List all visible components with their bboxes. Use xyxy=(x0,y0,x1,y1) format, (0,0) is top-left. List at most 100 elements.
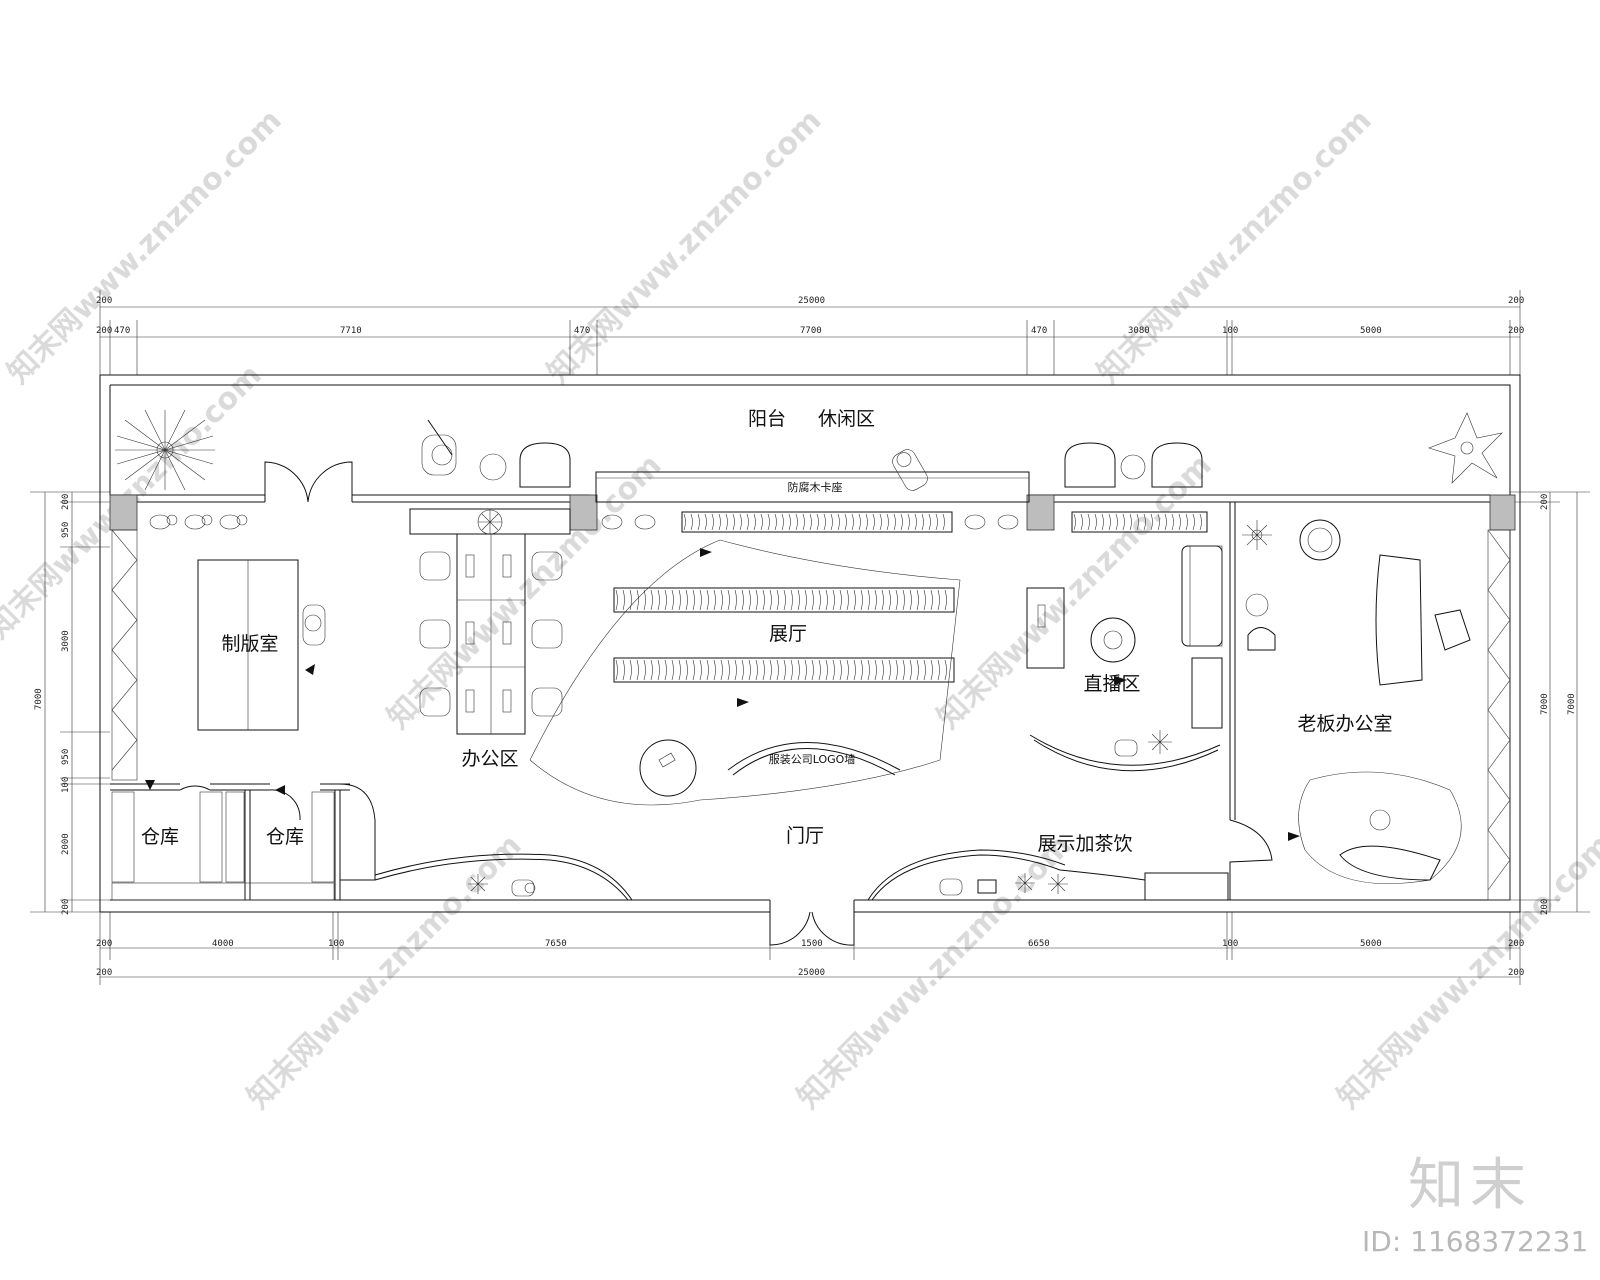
hanger-mark xyxy=(1157,513,1160,531)
hanger-mark xyxy=(902,589,905,611)
hanger-mark xyxy=(704,513,707,531)
armchair-icon xyxy=(1247,627,1276,651)
dim-left-seg: 2000 xyxy=(61,833,71,855)
display-counter xyxy=(374,858,629,901)
hanger-mark xyxy=(671,589,674,611)
monitor-icon xyxy=(502,621,512,645)
armchair-icon xyxy=(1064,442,1116,488)
hanger-mark xyxy=(867,659,870,681)
live-backdrop xyxy=(1029,734,1221,766)
storage-door xyxy=(269,789,301,821)
hanger-mark xyxy=(678,589,681,611)
column xyxy=(569,494,598,531)
hanger-mark xyxy=(832,589,835,611)
hanger-mark xyxy=(615,659,618,681)
dim-top-total: 25000 xyxy=(798,296,825,306)
display-stand xyxy=(1026,587,1065,669)
hanger-mark xyxy=(837,513,840,531)
side-table xyxy=(479,453,507,481)
brand-logo: 知末 xyxy=(1408,1153,1532,1218)
side-table xyxy=(1120,454,1146,480)
monitor-icon xyxy=(465,689,475,713)
column xyxy=(1026,494,1055,531)
hanger-mark xyxy=(937,589,940,611)
lobby-label: 门厅 xyxy=(786,825,824,847)
monitor-icon xyxy=(465,554,475,578)
hanger-mark xyxy=(741,589,744,611)
hanger-mark xyxy=(879,513,882,531)
dim-top-seg: 470 xyxy=(574,326,590,336)
dim-bottom-seg: 4000 xyxy=(212,939,234,949)
hanger-mark xyxy=(1143,513,1146,531)
hanger-mark xyxy=(832,659,835,681)
dim-left-seg: 3000 xyxy=(61,630,71,652)
flow-arrow-icon xyxy=(275,785,285,795)
hanger-mark xyxy=(916,589,919,611)
dim-top-seg: 7700 xyxy=(800,326,822,336)
hanger-mark xyxy=(928,513,931,531)
column xyxy=(1489,494,1516,531)
dim-right-seg: 7000 xyxy=(1540,693,1550,715)
hanger-mark xyxy=(734,589,737,611)
chair-icon xyxy=(531,551,563,581)
hanger-mark xyxy=(1164,513,1167,531)
hanger-mark xyxy=(816,513,819,531)
hanger-mark xyxy=(804,589,807,611)
hanger-mark xyxy=(944,589,947,611)
hanger-mark xyxy=(732,513,735,531)
watermark: 知末网www.znzmo.com xyxy=(1331,828,1600,1116)
hanger-mark xyxy=(690,513,693,531)
watermark: 知末网www.znzmo.com xyxy=(931,448,1219,736)
hanger-mark xyxy=(930,659,933,681)
hanger-mark xyxy=(844,513,847,531)
dim-bottom-seg: 6650 xyxy=(1028,939,1050,949)
hanger-mark xyxy=(923,659,926,681)
dim-bottom-seg: 100 xyxy=(328,939,344,949)
watermark: 知末网www.znzmo.com xyxy=(791,828,1079,1116)
column xyxy=(109,494,138,531)
rug xyxy=(1298,771,1462,885)
dim-left-seg: 100 xyxy=(61,777,71,793)
flow-arrow-icon xyxy=(145,780,155,790)
hanger-mark xyxy=(1192,513,1195,531)
hanger-mark xyxy=(683,513,686,531)
hanger-mark xyxy=(1122,513,1125,531)
hanger-mark xyxy=(1199,513,1202,531)
hanger-mark xyxy=(774,513,777,531)
dim-top-seg: 470 xyxy=(114,326,130,336)
clothing-rack xyxy=(1071,511,1208,533)
plant-icon xyxy=(1242,520,1272,550)
boss-office-label: 老板办公室 xyxy=(1297,713,1392,735)
display-tea-label: 展示加茶饮 xyxy=(1037,833,1132,855)
hanger-mark xyxy=(1080,513,1083,531)
hanger-mark xyxy=(746,513,749,531)
dim-top-seg: 470 xyxy=(1031,326,1047,336)
round-table xyxy=(1299,519,1341,561)
person-icon xyxy=(421,419,457,476)
hanger-mark xyxy=(881,659,884,681)
dim-right-total: 7000 xyxy=(1567,693,1577,715)
hanger-mark xyxy=(921,513,924,531)
hanger-mark xyxy=(839,659,842,681)
hanger-mark xyxy=(1136,513,1139,531)
hanger-mark xyxy=(685,589,688,611)
hanger-mark xyxy=(1171,513,1174,531)
clothing-rack xyxy=(613,587,955,613)
hanger-mark xyxy=(776,589,779,611)
hanger-mark xyxy=(734,659,737,681)
dim-bottom-seg: 100 xyxy=(1222,939,1238,949)
balcony-label: 阳台 xyxy=(748,408,786,430)
hanger-mark xyxy=(1094,513,1097,531)
dim-top-seg: 100 xyxy=(1222,326,1238,336)
hanger-mark xyxy=(692,589,695,611)
hanger-mark xyxy=(797,659,800,681)
dim-left-seg: 200 xyxy=(61,899,71,915)
hanger-mark xyxy=(853,589,856,611)
chair-icon xyxy=(531,619,563,649)
hanger-mark xyxy=(769,659,772,681)
doors xyxy=(179,461,855,946)
hanger-mark xyxy=(858,513,861,531)
entrance-door-right xyxy=(811,911,855,946)
